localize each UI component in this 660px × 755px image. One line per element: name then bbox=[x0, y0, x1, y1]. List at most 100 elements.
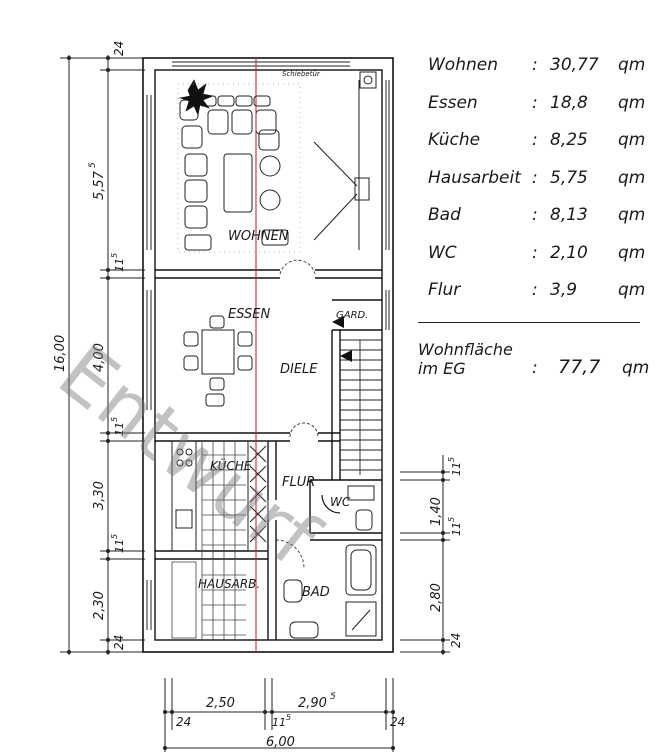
dim-left-24-bottom: 24 bbox=[112, 635, 126, 650]
area-row: WC:2,10 qm bbox=[422, 243, 657, 273]
label-schiebetuer: Schiebetür bbox=[282, 70, 321, 78]
tile-pattern bbox=[171, 441, 246, 640]
dim-right-115-a: 11 5 bbox=[447, 457, 463, 476]
area-unit: qm bbox=[618, 92, 646, 113]
area-value: 3,9 bbox=[550, 280, 578, 300]
plant-icon bbox=[178, 79, 215, 116]
kitchen-fixtures bbox=[171, 440, 269, 552]
left-dimension-ticks bbox=[67, 56, 110, 654]
door-swings bbox=[275, 259, 319, 569]
dim-left-115-c: 11 5 bbox=[110, 534, 126, 553]
dim-overall-height: 16,00 bbox=[53, 335, 68, 372]
area-unit: qm bbox=[618, 242, 646, 263]
svg-text:5: 5 bbox=[110, 534, 119, 539]
total-unit: qm bbox=[622, 358, 650, 378]
area-separator: : bbox=[532, 92, 538, 113]
area-separator: : bbox=[532, 205, 538, 225]
dim-left-115-b: 11 5 bbox=[110, 417, 126, 436]
total-value: 77,7 bbox=[558, 356, 601, 378]
dim-right-115-b: 11 5 bbox=[447, 517, 463, 536]
area-value: 8,25 bbox=[550, 130, 588, 150]
svg-text:5: 5 bbox=[447, 517, 456, 522]
svg-text:11: 11 bbox=[113, 422, 126, 436]
area-row: Bad:8,13 qm bbox=[422, 205, 657, 235]
dim-right-24: 24 bbox=[449, 633, 463, 648]
area-row: Essen:18,8 qm bbox=[422, 93, 657, 123]
area-label: Küche bbox=[428, 130, 481, 150]
bath-fixtures bbox=[283, 485, 377, 639]
left-windows bbox=[146, 95, 152, 630]
area-unit: qm bbox=[618, 55, 646, 75]
bottom-dimension-chain bbox=[164, 678, 395, 752]
top-window bbox=[172, 61, 350, 67]
area-row: Flur:3,9 qm bbox=[422, 280, 657, 310]
staircase bbox=[340, 339, 382, 475]
dim-bottom-115: 11 5 bbox=[272, 713, 291, 729]
room-label-kueche: KÜCHE bbox=[210, 457, 252, 473]
area-separator: : bbox=[532, 167, 538, 188]
area-label: Bad bbox=[428, 205, 461, 225]
svg-text:11: 11 bbox=[450, 462, 463, 476]
total-label-line2: im EG bbox=[418, 359, 466, 378]
area-value: 2,10 bbox=[550, 242, 588, 263]
dim-bottom-24-left: 24 bbox=[176, 715, 191, 729]
svg-text:5: 5 bbox=[88, 162, 98, 168]
area-label: Hausarbeit bbox=[428, 167, 521, 188]
dim-left-400: 4,00 bbox=[92, 343, 107, 372]
svg-text:5: 5 bbox=[286, 713, 291, 722]
dim-bottom-2905: 2,90 5 bbox=[298, 692, 336, 711]
room-label-bad: BAD bbox=[302, 585, 330, 600]
svg-text:2,90: 2,90 bbox=[298, 696, 327, 711]
dim-left-115-a: 11 5 bbox=[110, 253, 126, 272]
dim-right-280: 2,80 bbox=[429, 583, 444, 612]
area-unit: qm bbox=[618, 280, 646, 300]
area-unit: qm bbox=[618, 130, 646, 150]
bottom-dimension-ticks bbox=[163, 710, 395, 750]
total-living-area: Wohnfläche im EG : 77,7 qm bbox=[418, 340, 658, 388]
total-separator: : bbox=[532, 358, 538, 378]
svg-text:5: 5 bbox=[110, 417, 119, 422]
right-windows bbox=[385, 80, 390, 330]
right-dimension-ticks bbox=[441, 470, 445, 654]
dim-right-140: 1,40 bbox=[429, 497, 444, 526]
area-unit: qm bbox=[618, 167, 646, 188]
dim-left-230: 2,30 bbox=[92, 591, 107, 620]
interior-walls bbox=[155, 269, 382, 640]
area-separator: : bbox=[532, 130, 538, 150]
svg-text:5: 5 bbox=[110, 253, 119, 258]
total-label-line1: Wohnfläche bbox=[418, 340, 513, 359]
area-separator: : bbox=[532, 280, 538, 300]
area-label: Essen bbox=[428, 92, 478, 113]
area-label: Flur bbox=[428, 280, 461, 300]
right-dimension-chain bbox=[400, 455, 450, 655]
svg-text:5,57: 5,57 bbox=[92, 170, 107, 200]
dim-bottom-250: 2,50 bbox=[206, 696, 235, 711]
area-value: 30,77 bbox=[550, 55, 599, 75]
room-label-gard: GARD. bbox=[336, 310, 368, 321]
room-label-wohnen: WOHNEN bbox=[228, 229, 289, 244]
dim-left-330: 3,30 bbox=[92, 481, 107, 510]
room-label-hausarb: HAUSARB. bbox=[198, 577, 260, 591]
dim-bottom-24-right: 24 bbox=[390, 715, 405, 729]
area-row: Küche:8,25 qm bbox=[422, 130, 657, 160]
area-label: WC bbox=[428, 242, 457, 263]
total-divider bbox=[418, 322, 640, 323]
dining-furniture bbox=[183, 315, 253, 407]
wc-door-icon bbox=[321, 494, 341, 514]
dim-left-24-top: 24 bbox=[112, 41, 126, 56]
area-separator: : bbox=[532, 55, 538, 75]
room-label-diele: DIELE bbox=[280, 362, 318, 377]
living-furniture bbox=[179, 71, 377, 251]
room-label-flur: FLUR bbox=[282, 475, 315, 490]
area-value: 18,8 bbox=[550, 92, 588, 113]
area-value: 8,13 bbox=[550, 205, 588, 225]
dim-left-557: 5,57 5 bbox=[88, 162, 107, 200]
stair-arrow-icon-2 bbox=[332, 316, 344, 328]
area-separator: : bbox=[532, 242, 538, 263]
svg-text:11: 11 bbox=[113, 539, 126, 553]
area-unit: qm bbox=[618, 205, 646, 225]
